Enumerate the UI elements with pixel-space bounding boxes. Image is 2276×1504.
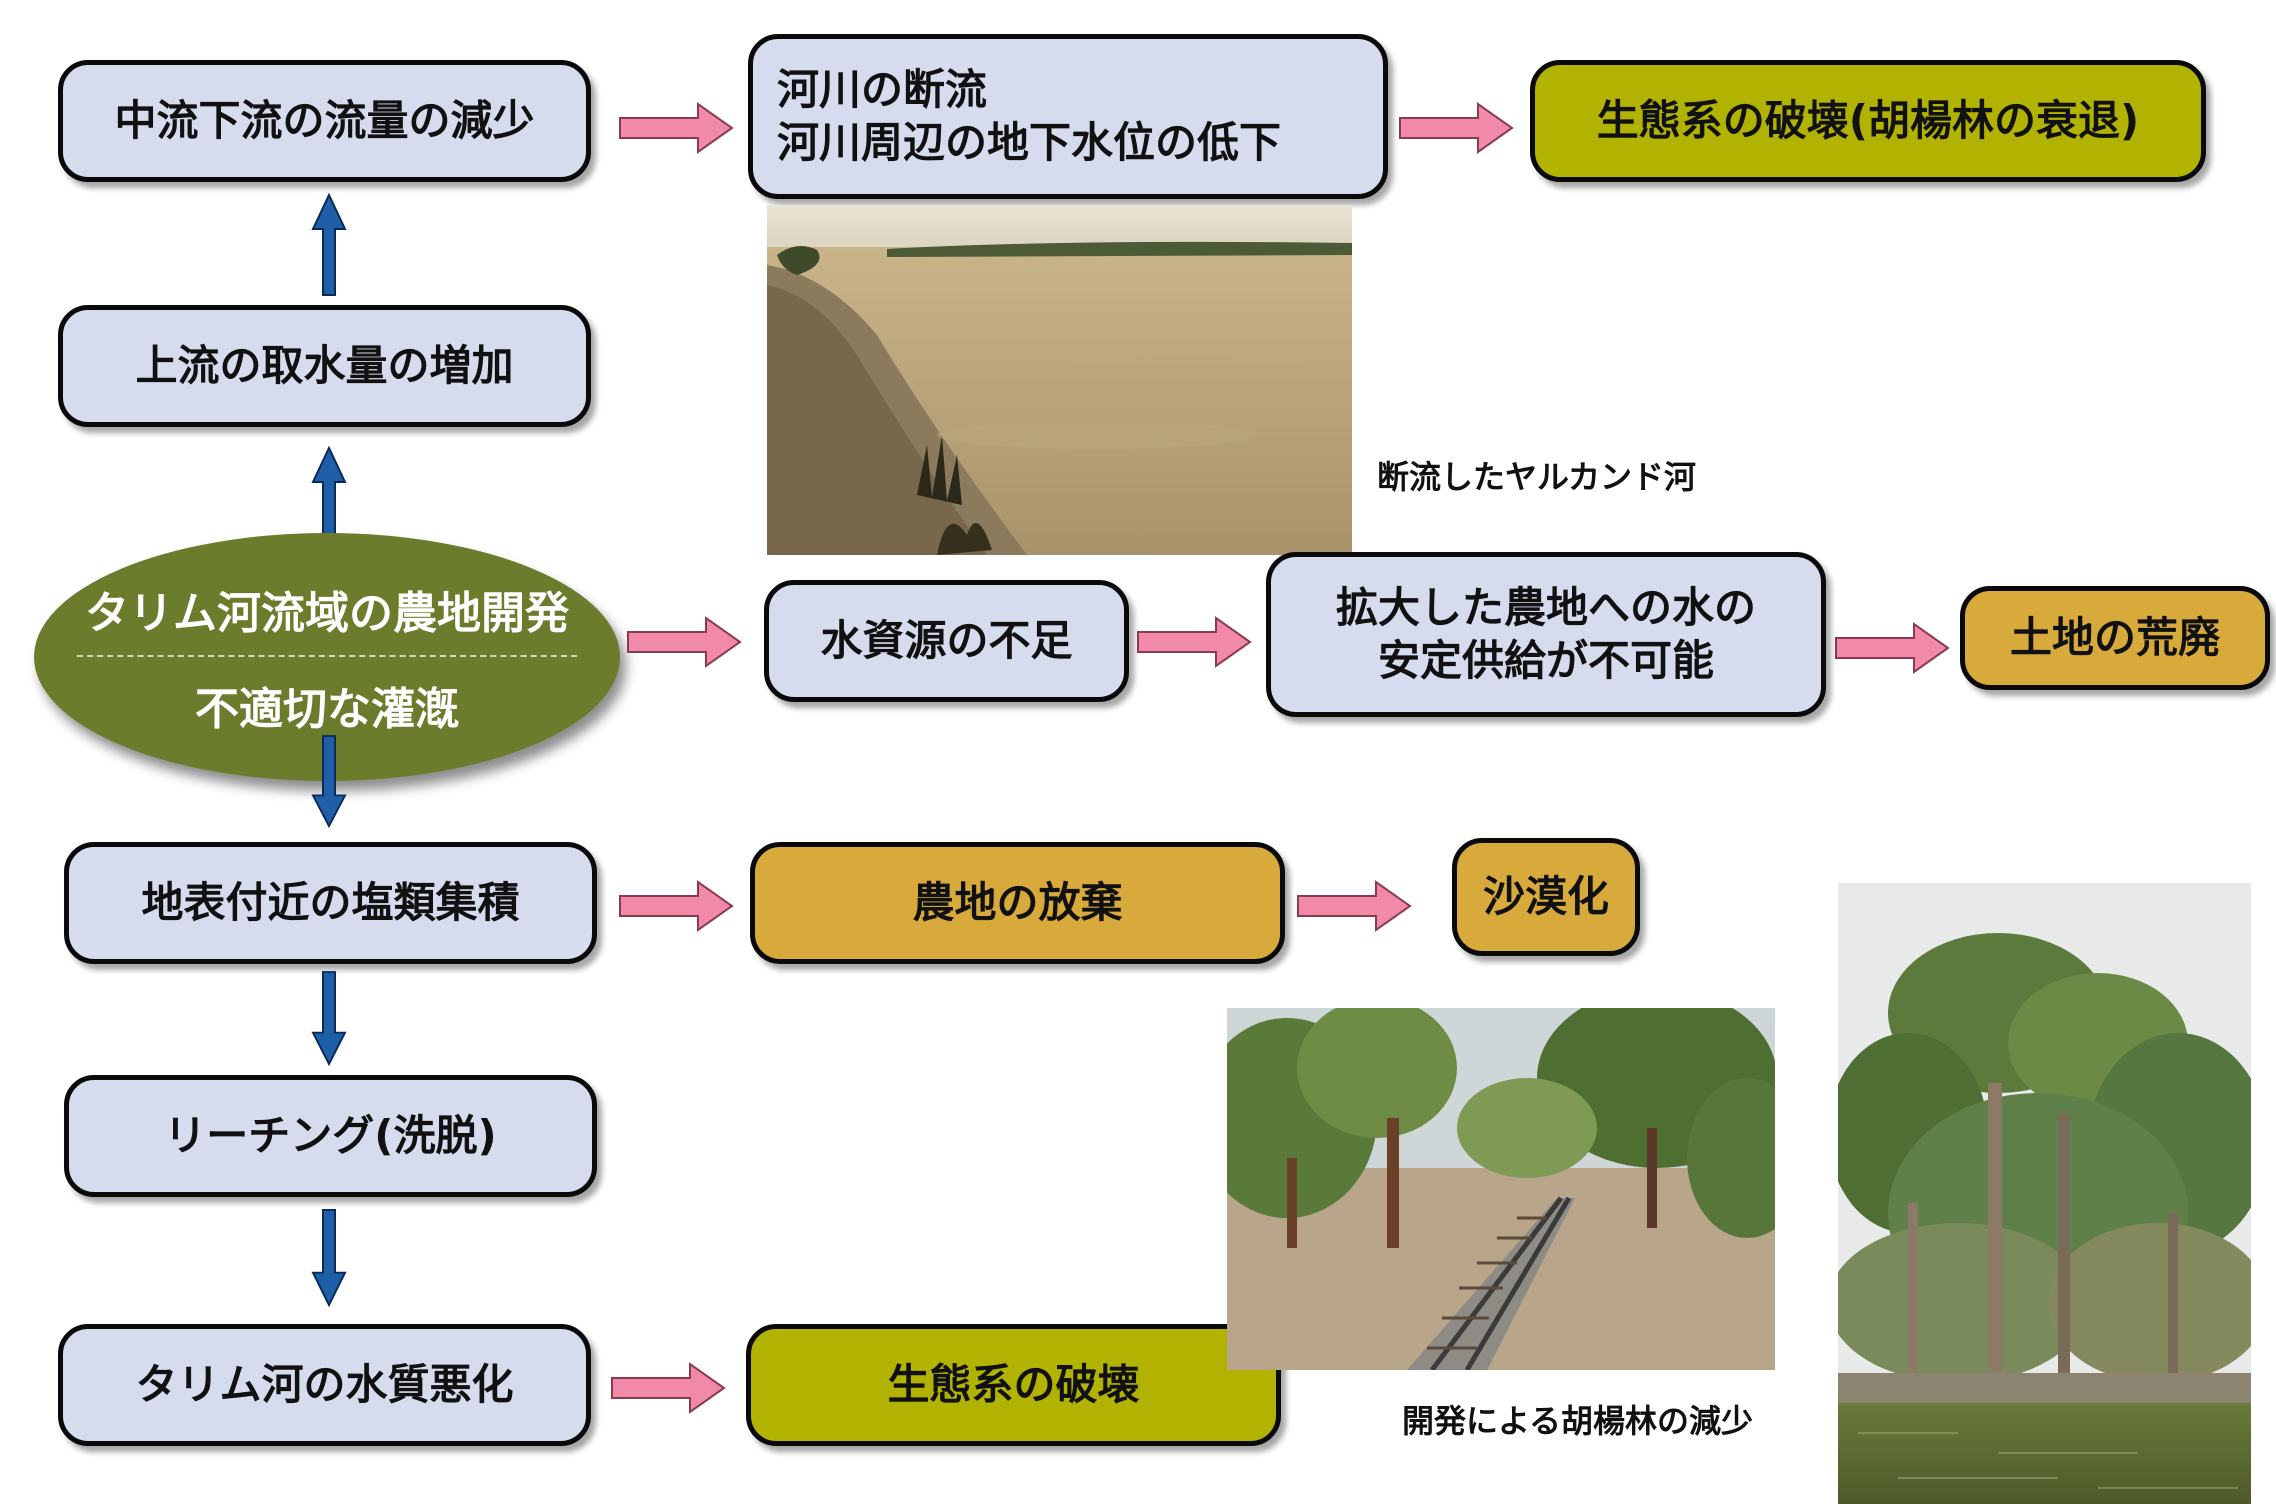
farmland-abandonment-box: 農地の放棄 [750,842,1285,964]
unstable-supply-line1: 拡大した農地への水の [1335,583,1756,632]
desertification-label: 沙漠化 [1482,871,1609,921]
ecosystem-destruction-box: 生態系の破壊 [746,1324,1281,1446]
right-arrow-icon [1835,623,1949,673]
river-cutoff-line2: 河川周辺の地下水位の低下 [777,117,1282,167]
right-arrow-icon [1297,881,1411,931]
desertification-box: 沙漠化 [1452,838,1640,956]
right-arrow-icon [611,1363,725,1413]
right-arrow-icon [619,103,733,153]
down-arrow-icon [312,1209,346,1306]
down-arrow-icon [312,971,346,1065]
ellipse-line2: 不適切な灌漑 [195,684,459,735]
water-quality-deterioration-label: タリム河の水質悪化 [135,1359,514,1409]
dry-river-caption: 断流したヤルカンド河 [1377,458,1697,496]
unstable-supply-box: 拡大した農地への水の 安定供給が不可能 [1266,552,1826,717]
leaching-label: リーチング(洗脱) [164,1110,497,1160]
water-shortage-box: 水資源の不足 [764,580,1129,702]
land-degradation-box: 土地の荒廃 [1960,586,2270,690]
down-arrow-icon [312,735,346,827]
dry-river-photo [767,205,1352,555]
right-arrow-icon [1399,103,1513,153]
water-quality-deterioration-box: タリム河の水質悪化 [58,1324,591,1446]
farmland-development-ellipse: タリム河流域の農地開発 不適切な灌漑 [34,533,620,781]
river-cutoff-box: 河川の断流 河川周辺の地下水位の低下 [748,34,1388,199]
unstable-supply-line2: 安定供給が不可能 [1377,635,1714,685]
ellipse-line1: タリム河流域の農地開発 [85,588,569,639]
ecosystem-destruction-label: 生態系の破壊 [887,1359,1140,1409]
midstream-flow-decrease-label: 中流下流の流量の減少 [114,95,535,145]
leaching-box: リーチング(洗脱) [64,1075,597,1197]
poplar-water-photo [1838,883,2251,1504]
farmland-abandonment-label: 農地の放棄 [912,877,1123,927]
poplar-decrease-caption: 開発による胡楊林の減少 [1402,1402,1754,1440]
right-arrow-icon [619,881,733,931]
salt-accumulation-label: 地表付近の塩類集積 [141,877,520,927]
upstream-intake-increase-label: 上流の取水量の増加 [135,340,514,390]
ecosystem-destruction-poplar-label: 生態系の破壊(胡楊林の衰退) [1596,95,2140,145]
salt-accumulation-box: 地表付近の塩類集積 [64,842,597,964]
ellipse-divider [77,655,577,657]
water-shortage-label: 水資源の不足 [820,615,1073,665]
right-arrow-icon [1137,617,1251,667]
up-arrow-icon [312,194,346,296]
upstream-intake-increase-box: 上流の取水量の増加 [58,305,591,427]
midstream-flow-decrease-box: 中流下流の流量の減少 [58,60,591,182]
river-cutoff-line1: 河川の断流 [777,65,988,114]
land-degradation-label: 土地の荒廃 [2009,612,2220,662]
ecosystem-destruction-poplar-box: 生態系の破壊(胡楊林の衰退) [1530,60,2206,182]
right-arrow-icon [627,617,741,667]
railway-poplar-photo [1227,1008,1775,1370]
